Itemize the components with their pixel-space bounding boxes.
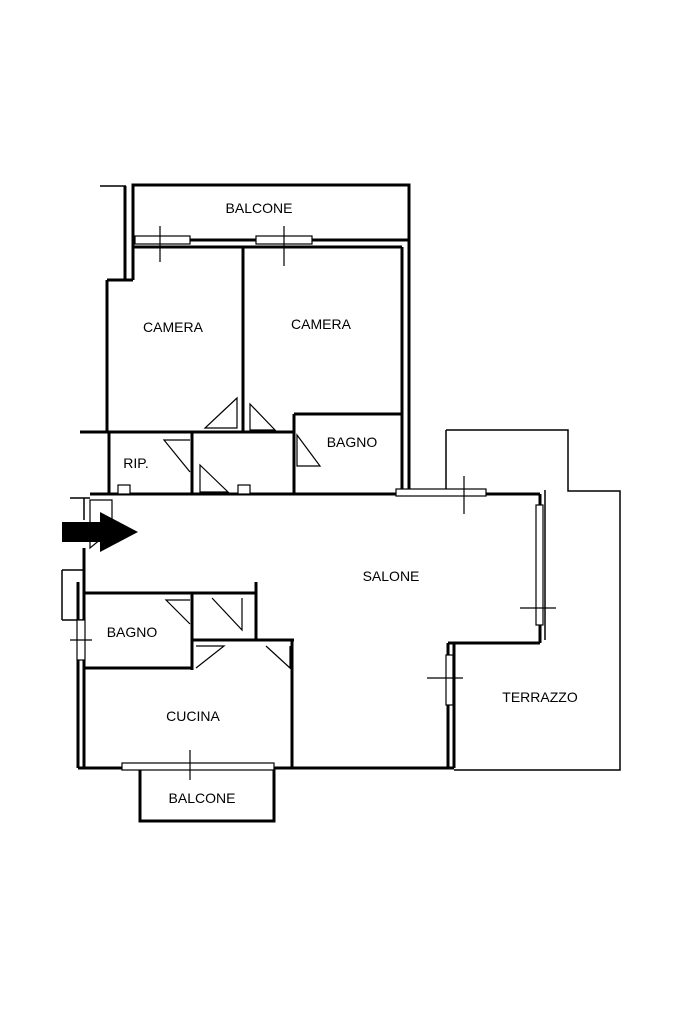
room-label-camera-right: CAMERA [291,316,351,332]
room-label-ripostiglio: RIP. [123,455,149,471]
window-ticks [70,226,556,780]
terrazzo-outline [445,429,621,771]
room-label-balcone-top: BALCONE [225,200,293,216]
room-label-bagno-top: BAGNO [326,434,378,450]
entrance-arrow-icon [62,512,138,552]
bedrooms-walls [80,240,411,494]
room-label-cucina: CUCINA [166,708,220,724]
room-label-bagno-left: BAGNO [106,624,158,640]
kitchen-bath-walls [84,582,294,768]
room-label-terrazzo: TERRAZZO [502,689,578,705]
room-label-salone: SALONE [362,568,420,584]
doors [89,396,322,670]
room-label-balcone-bottom: BALCONE [168,790,236,806]
room-label-camera-left: CAMERA [143,319,203,335]
